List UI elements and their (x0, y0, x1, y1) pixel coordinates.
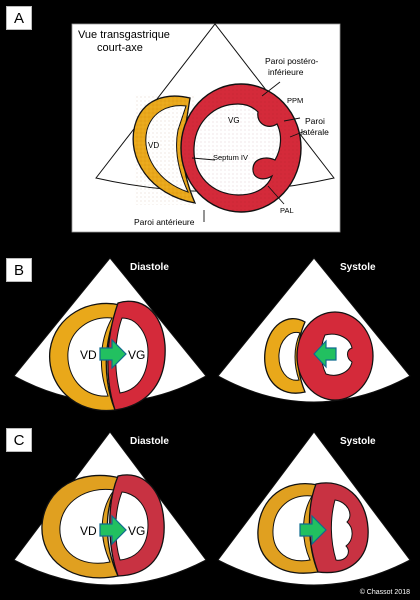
label-vd-a: VD (148, 141, 159, 150)
rv-cavity-b-systole (278, 331, 301, 381)
label-paroi-post-1: Paroi postéro- (265, 56, 319, 66)
title-b-diastole: Diastole (130, 262, 169, 273)
label-vd-b-diastole: VD (80, 348, 97, 362)
arrow-c-systole (299, 514, 327, 546)
panel-label-a: A (6, 6, 32, 30)
label-ppm: PPM (287, 96, 303, 105)
label-vg-a: VG (228, 116, 240, 125)
title-a-line2: court-axe (97, 42, 143, 54)
arrow-b-systole (313, 339, 337, 369)
label-septum-a: Septum IV (213, 153, 248, 162)
credit-text: © Chassot 2018 (359, 589, 410, 596)
label-paroi-ant: Paroi antérieure (134, 217, 195, 227)
arrow-b-diastole (99, 338, 127, 370)
label-paroi-post-2: inférieure (268, 67, 304, 77)
title-c-diastole: Diastole (130, 436, 169, 447)
label-vd-c-diastole: VD (80, 524, 97, 538)
title-c-systole: Systole (340, 436, 376, 447)
title-a-line1: Vue transgastrique (78, 29, 170, 41)
panel-label-b: B (6, 258, 32, 282)
lv-cavity-c-systole (330, 499, 353, 561)
label-pal-a: PAL (280, 206, 294, 215)
label-vg-c-diastole: VG (128, 524, 145, 538)
label-vg-b-diastole: VG (128, 348, 145, 362)
arrow-c-diastole (99, 514, 127, 546)
title-b-systole: Systole (340, 262, 376, 273)
panel-label-c: C (6, 428, 32, 452)
label-paroi-lat-2: latérale (301, 127, 329, 137)
label-paroi-lat-1: Paroi (305, 116, 325, 126)
